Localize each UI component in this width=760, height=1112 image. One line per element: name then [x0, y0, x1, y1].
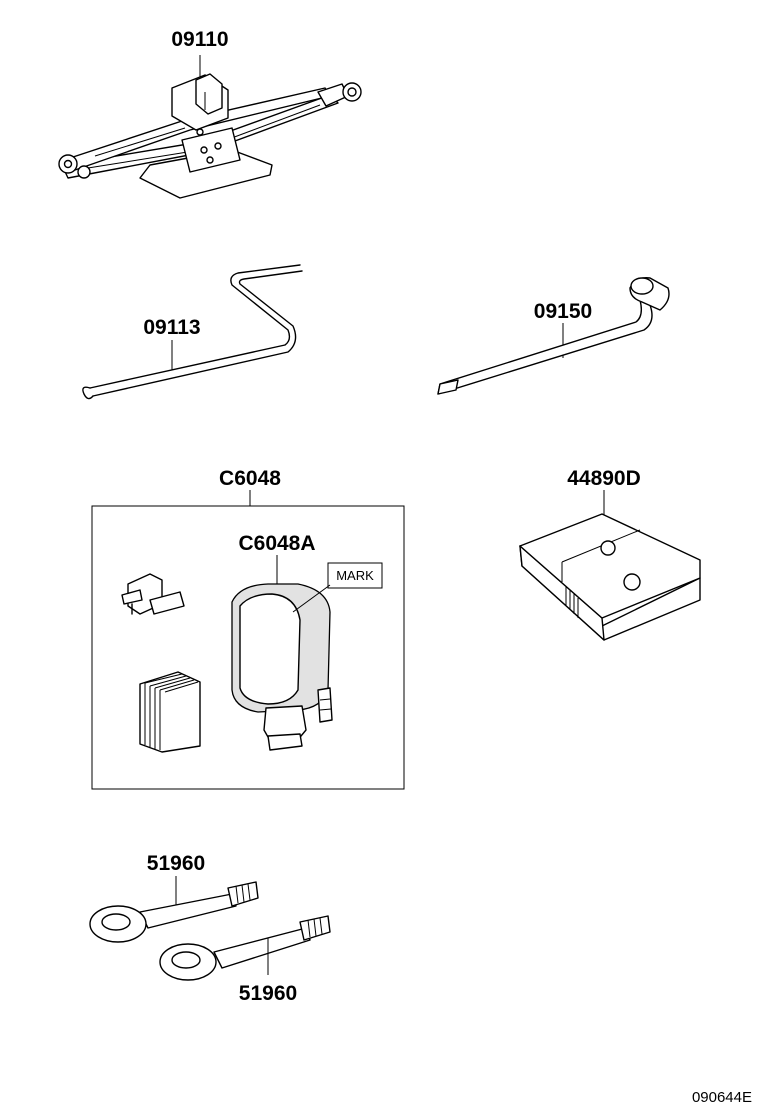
- mark-box: [327, 562, 383, 589]
- mark-label: MARK: [336, 568, 374, 583]
- callout-jack-handle: 09113: [143, 316, 200, 339]
- repair-kit-frame: [91, 505, 405, 790]
- callout-wrench: 09150: [534, 300, 592, 323]
- callout-jack: 09110: [171, 28, 228, 51]
- sticker-pad: [139, 671, 201, 753]
- callout-repair-bottle: C6048A: [238, 532, 315, 555]
- repair-kit: C6048 C6048A: [91, 467, 405, 790]
- towing-eye-upper: 51960: [89, 852, 259, 943]
- lug-wrench: 09150: [437, 277, 670, 395]
- callout-towing-eye-lower: 51960: [239, 982, 297, 1005]
- callout-case: 44890D: [567, 467, 641, 490]
- towing-eye-lower: 51960: [159, 915, 331, 1005]
- sealant-bottle: C6048A MARK: [231, 532, 383, 751]
- figure-id: 090644E: [692, 1089, 752, 1106]
- jack-handle: 09113: [82, 264, 303, 400]
- callout-towing-eye-upper: 51960: [147, 852, 205, 875]
- storage-case: 44890D: [519, 467, 701, 641]
- valve-core-tool: [121, 573, 185, 615]
- callout-repair-kit: C6048: [219, 467, 281, 490]
- scissor-jack: 09110: [58, 28, 362, 199]
